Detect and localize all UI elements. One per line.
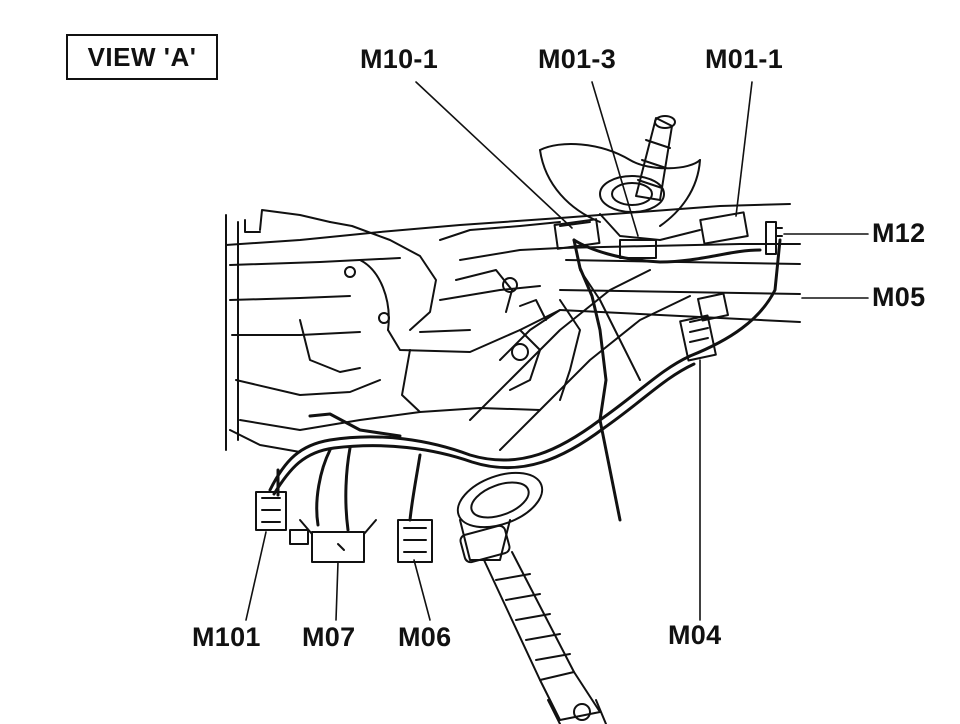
label-m07: M07 xyxy=(302,622,356,652)
view-title: VIEW 'A' xyxy=(87,42,197,72)
connectors xyxy=(255,211,783,563)
cross-car-beam xyxy=(225,203,801,453)
wiring-harness xyxy=(268,238,782,532)
leader-lines xyxy=(245,81,869,621)
upper-steering-shaft xyxy=(539,115,701,241)
steering-column xyxy=(469,269,691,451)
label-m04: M04 xyxy=(668,620,722,650)
label-m01-3: M01-3 xyxy=(538,44,617,74)
view-title-box: VIEW 'A' xyxy=(66,34,218,80)
label-m12: M12 xyxy=(872,218,926,248)
intermediate-shaft xyxy=(456,471,607,724)
label-m101: M101 xyxy=(192,622,261,652)
label-m05: M05 xyxy=(872,282,926,312)
label-m06: M06 xyxy=(398,622,452,652)
label-m01-1: M01-1 xyxy=(705,44,784,74)
label-m10-1: M10-1 xyxy=(360,44,439,74)
